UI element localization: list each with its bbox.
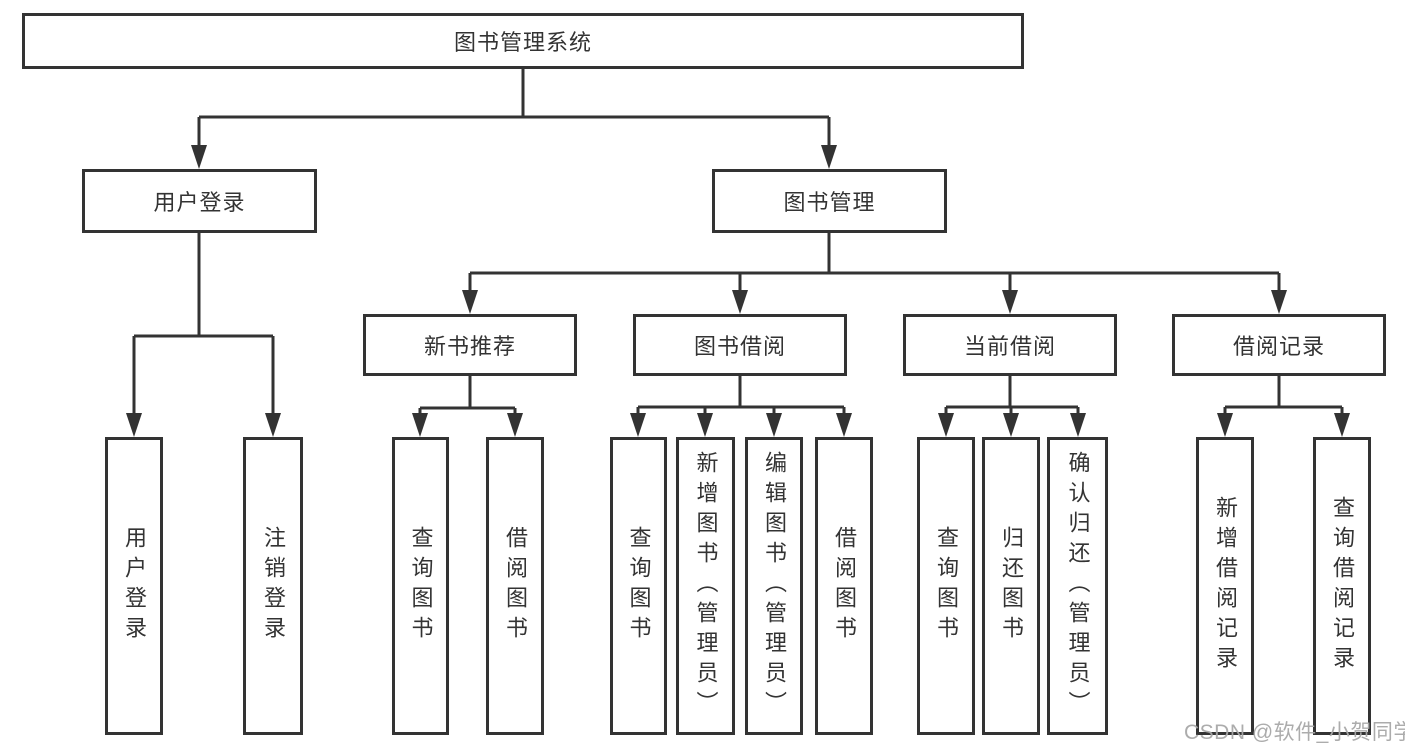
wire-root	[197, 69, 831, 147]
arrowhead-icon	[126, 413, 142, 437]
arrowhead-icon	[1002, 290, 1018, 314]
wire-user-login	[132, 233, 275, 415]
arrowhead-icon	[191, 145, 207, 169]
arrowhead-icon	[1003, 413, 1019, 437]
arrowhead-icon	[697, 413, 713, 437]
wire-borrow-records	[1223, 376, 1344, 415]
arrowhead-icon	[1271, 290, 1287, 314]
leaf-logout: 注销登录	[243, 437, 303, 735]
leaf-recommend-borrow-books: 借阅图书	[486, 437, 544, 735]
arrowhead-icon	[462, 290, 478, 314]
wire-book-borrow	[636, 376, 846, 415]
leaf-borrow-edit-book-admin: 编辑图书（管理员）	[745, 437, 803, 735]
arrowhead-icon	[836, 413, 852, 437]
leaf-borrow-borrow-books: 借阅图书	[815, 437, 873, 735]
arrowhead-icon	[821, 145, 837, 169]
watermark-text: CSDN @软件_小贺同学	[1184, 721, 1405, 744]
leaf-current-query-books: 查询图书	[917, 437, 975, 735]
wire-book-management	[468, 233, 1281, 292]
arrowhead-icon	[265, 413, 281, 437]
leaf-records-query-record: 查询借阅记录	[1313, 437, 1371, 735]
node-book-borrowing: 图书借阅	[633, 314, 847, 376]
arrowheads	[126, 145, 1350, 437]
leaf-user-login: 用户登录	[105, 437, 163, 735]
wire-current-borrow	[944, 376, 1080, 415]
arrowhead-icon	[1070, 413, 1086, 437]
leaf-records-add-record: 新增借阅记录	[1196, 437, 1254, 735]
node-library-system-root: 图书管理系统	[22, 13, 1024, 69]
arrowhead-icon	[766, 413, 782, 437]
arrowhead-icon	[1217, 413, 1233, 437]
leaf-borrow-query-books: 查询图书	[610, 437, 667, 735]
node-borrow-records: 借阅记录	[1172, 314, 1386, 376]
leaf-recommend-query-books: 查询图书	[392, 437, 449, 735]
node-user-login: 用户登录	[82, 169, 317, 233]
node-book-management: 图书管理	[712, 169, 947, 233]
leaf-borrow-add-book-admin: 新增图书（管理员）	[676, 437, 735, 735]
leaf-current-confirm-return-admin: 确认归还（管理员）	[1047, 437, 1108, 735]
arrowhead-icon	[507, 413, 523, 437]
leaf-current-return-books: 归还图书	[982, 437, 1040, 735]
arrowhead-icon	[630, 413, 646, 437]
wire-new-book-recommend	[418, 376, 517, 415]
arrowhead-icon	[412, 413, 428, 437]
arrowhead-icon	[938, 413, 954, 437]
node-current-borrowing: 当前借阅	[903, 314, 1117, 376]
node-new-book-recommend: 新书推荐	[363, 314, 577, 376]
arrowhead-icon	[732, 290, 748, 314]
arrowhead-icon	[1334, 413, 1350, 437]
